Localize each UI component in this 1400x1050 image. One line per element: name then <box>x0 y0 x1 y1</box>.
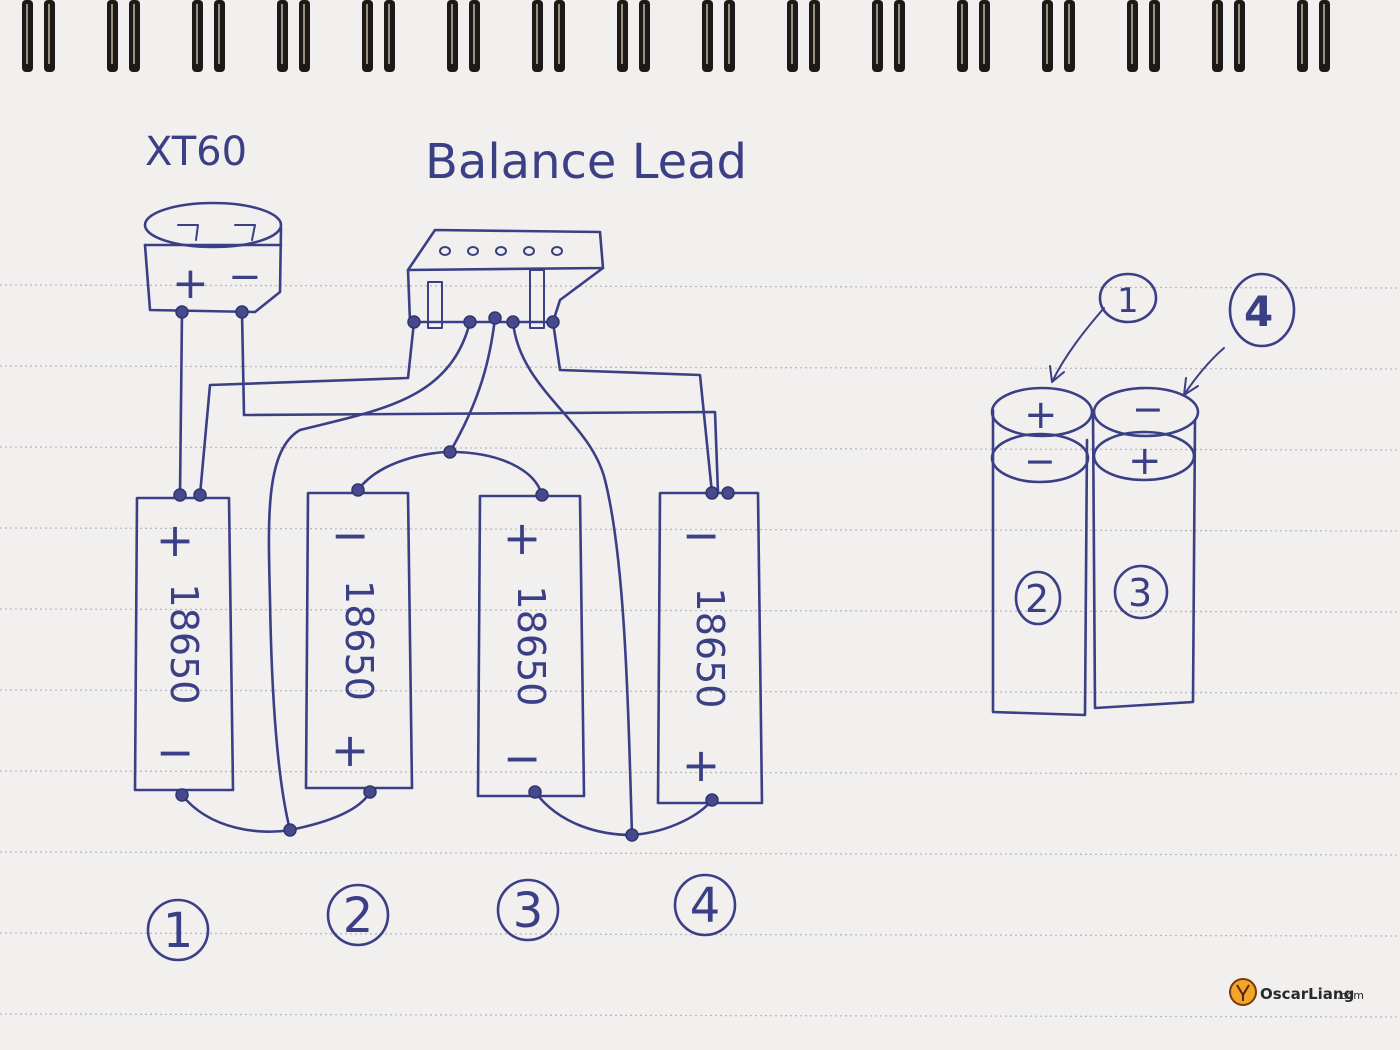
solder-joint <box>506 315 520 329</box>
cell-top-polarity: + <box>503 511 542 565</box>
xt60-plus: + <box>172 258 209 309</box>
solder-joint <box>407 315 421 329</box>
cell-label: 18650 <box>337 580 381 701</box>
cell-label: 18650 <box>509 586 553 707</box>
wire-xt60-negative <box>240 310 720 495</box>
solder-joint <box>705 486 719 500</box>
solder-joint <box>175 305 189 319</box>
solder-joint <box>721 486 735 500</box>
cell-number-text: 4 <box>690 878 721 934</box>
pack-callout-4: 4 <box>1244 287 1273 336</box>
solder-joint <box>175 788 189 802</box>
wire-balance-5 <box>551 320 714 495</box>
cell-top-polarity: + <box>156 513 195 567</box>
xt60-connector: + − <box>143 201 283 314</box>
solder-joint <box>351 483 365 497</box>
balance-lead-connector <box>406 228 605 329</box>
wire-series-3-4 <box>533 790 714 837</box>
cell-number-3: 3 <box>496 878 560 942</box>
pack-lower-sign-right: + <box>1128 438 1162 484</box>
solder-joint <box>463 315 477 329</box>
cell-bottom-polarity: − <box>156 725 195 779</box>
cell-top-polarity: − <box>682 508 721 562</box>
callout-arrow-4 <box>1183 347 1225 396</box>
xt60-label: XT60 <box>145 129 247 175</box>
cell-number-text: 1 <box>163 903 194 959</box>
cell-label: 18650 <box>162 584 206 705</box>
solder-joint <box>193 488 207 502</box>
watermark: OscarLiang .com <box>1229 978 1364 1006</box>
callout-arrow-1 <box>1049 307 1105 383</box>
solder-joint <box>283 823 297 837</box>
solder-joint <box>235 305 249 319</box>
pack-lower-sign-left: − <box>1024 439 1056 483</box>
solder-joint <box>528 785 542 799</box>
cell-bottom-polarity: + <box>331 723 370 777</box>
battery-cell-4: 18650 − + <box>656 491 764 805</box>
solder-joint <box>546 315 560 329</box>
balance-lead-label: Balance Lead <box>425 134 747 190</box>
cell-label: 18650 <box>688 588 732 709</box>
wiring <box>178 310 720 837</box>
cell-number-2: 2 <box>326 883 390 947</box>
pack-cell-number-left: 2 <box>1025 577 1049 621</box>
cell-top-polarity: − <box>331 508 370 562</box>
cell-bottom-polarity: + <box>682 738 721 792</box>
wire-balance-2 <box>267 320 472 832</box>
solder-joint <box>705 793 719 807</box>
solder-joint <box>535 488 549 502</box>
battery-cell-3: 18650 + − <box>476 494 586 798</box>
pack-top-sign-right: − <box>1132 387 1164 431</box>
battery-cell-2: 18650 − + <box>304 491 414 790</box>
pack-top-sign-left: + <box>1024 392 1058 438</box>
wire-balance-1 <box>198 320 416 497</box>
watermark-suffix: .com <box>1337 989 1364 1002</box>
cell-number-4: 4 <box>673 873 737 937</box>
solder-joint <box>488 311 502 325</box>
cell-number-1: 1 <box>146 898 210 962</box>
battery-cell-1: 18650 + − <box>133 496 235 792</box>
solder-joints <box>173 305 735 842</box>
wire-balance-3 <box>448 316 497 454</box>
wire-series-1-2 <box>180 790 372 833</box>
cell-number-text: 2 <box>343 888 374 944</box>
solder-joint <box>443 445 457 459</box>
cell-bottom-polarity: − <box>503 731 542 785</box>
wire-xt60-positive <box>178 310 184 497</box>
pack-callout-1: 1 <box>1117 281 1139 321</box>
watermark-brand: OscarLiang <box>1260 985 1354 1003</box>
solder-joint <box>173 488 187 502</box>
cell-number-text: 3 <box>513 883 544 939</box>
spiral-binding <box>22 0 1330 72</box>
pack-cell-number-right: 3 <box>1128 571 1152 615</box>
solder-joint <box>363 785 377 799</box>
wire-balance-4 <box>511 320 634 837</box>
pack-cell-right <box>1091 410 1197 710</box>
xt60-minus: − <box>228 254 262 300</box>
oscarliang-logo-icon <box>1229 978 1257 1006</box>
pack-view: + − − + 2 3 1 4 <box>990 272 1296 717</box>
pack-cell-left <box>991 408 1089 717</box>
solder-joint <box>625 828 639 842</box>
